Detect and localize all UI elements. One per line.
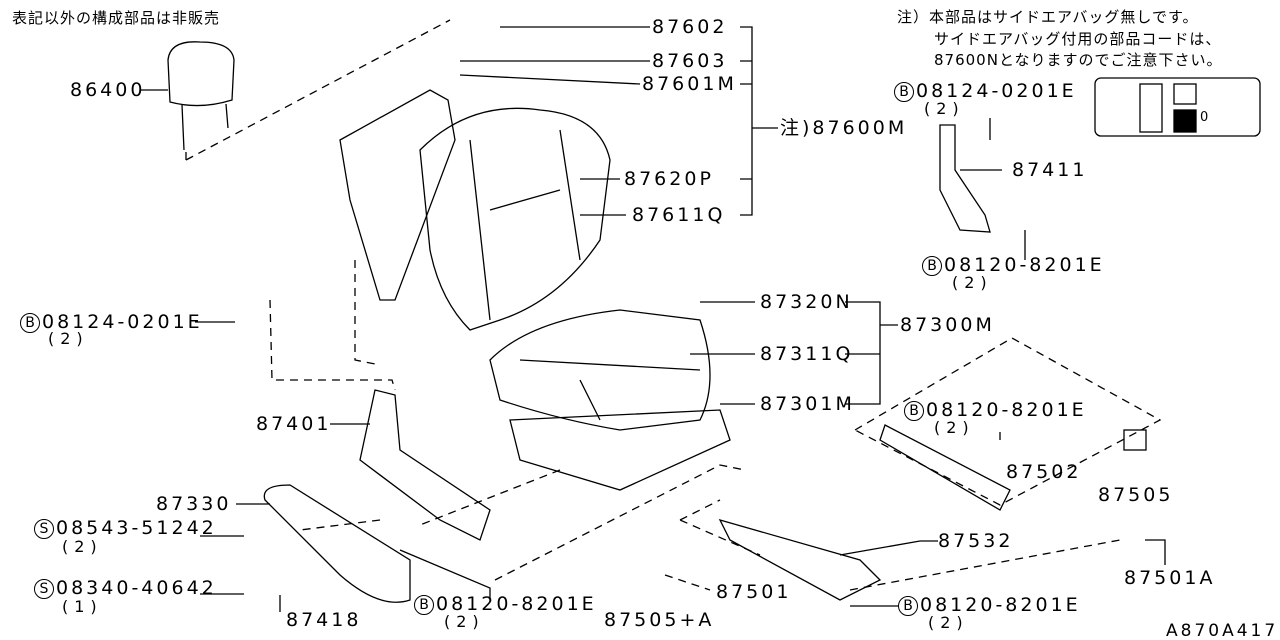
bracket-87411 [939, 124, 991, 233]
bolt-mark-icon: B [894, 82, 914, 102]
note-non-sale: 表記以外の構成部品は非販売 [12, 9, 221, 27]
note-airbag-3: 87600Nとなりますのでご注意下さい。 [934, 51, 1223, 69]
note-airbag-2: サイドエアバッグ付用の部品コードは、 [934, 30, 1222, 48]
part-87501[interactable]: 87501 [716, 581, 792, 603]
part-87411[interactable]: 87411 [1012, 159, 1088, 181]
fastener-code: 08120-8201E [926, 399, 1087, 421]
part-87603[interactable]: 87603 [652, 50, 728, 72]
recliner-87401 [359, 389, 491, 541]
bolt-mark-icon: B [922, 256, 942, 276]
switch-label: 0 [1200, 110, 1210, 125]
bolt-mark-icon: B [20, 313, 40, 333]
seat-back-cushion [419, 107, 611, 331]
fastener-qty: (2) [952, 273, 993, 292]
part-87418[interactable]: 87418 [286, 609, 362, 631]
seat-switch-icon [1094, 77, 1261, 137]
cover-87330 [263, 484, 411, 603]
fastener-qty: (1) [62, 597, 103, 616]
screw-mark-icon: S [34, 519, 54, 539]
fastener-qty: (2) [924, 99, 965, 118]
part-87505[interactable]: 87505 [1098, 484, 1174, 506]
bolt-mark-icon: B [904, 401, 924, 421]
note-airbag-1: 注）本部品はサイドエアバッグ無しです。 [897, 8, 1199, 26]
seat-frame [509, 409, 731, 491]
diagram-id: A870A417 [1166, 621, 1279, 640]
part-87602[interactable]: 87602 [652, 16, 728, 38]
fastener-qty: (2) [928, 613, 969, 632]
rail-87501 [718, 518, 882, 601]
bolt-mark-icon: B [414, 595, 434, 615]
fastener-qty: (2) [48, 329, 89, 348]
fastener-code: 08120-8201E [944, 254, 1105, 276]
fastener-code: 08124-0201E [916, 80, 1077, 102]
fastener-code: 08340-40642 [56, 577, 217, 599]
rail-87502 [879, 424, 1011, 511]
part-87330[interactable]: 87330 [156, 493, 232, 515]
part-87600M[interactable]: 注)87600M [780, 117, 908, 139]
part-87620P[interactable]: 87620P [624, 168, 714, 190]
fastener-qty: (2) [62, 537, 103, 556]
fastener-code: 08543-51242 [56, 517, 217, 539]
fastener-code: 08124-0201E [42, 311, 203, 333]
seat-cushion [489, 309, 711, 431]
part-87611Q[interactable]: 87611Q [632, 204, 726, 226]
part-87300M[interactable]: 87300M [900, 314, 995, 336]
part-87532[interactable]: 87532 [938, 530, 1014, 552]
screw-mark-icon: S [34, 579, 54, 599]
bolt-mark-icon: B [898, 596, 918, 616]
part-86400[interactable]: 86400 [70, 79, 146, 101]
part-87501A[interactable]: 87501A [1124, 567, 1216, 589]
leader-lines [140, 26, 1166, 612]
fastener-code: 08120-8201E [436, 593, 597, 615]
fastener-code: 08120-8201E [920, 594, 1081, 616]
fastener-qty: (2) [444, 612, 485, 631]
part-87311Q[interactable]: 87311Q [760, 343, 854, 365]
part-87601M[interactable]: 87601M [642, 73, 737, 95]
part-87505 [1123, 429, 1147, 451]
part-87502[interactable]: 87502 [1006, 461, 1082, 483]
headrest-drawing [167, 41, 235, 151]
fastener-qty: (2) [934, 418, 975, 437]
part-87301M[interactable]: 87301M [760, 393, 855, 415]
part-87320N[interactable]: 87320N [760, 291, 853, 313]
part-87505A[interactable]: 87505+A [604, 609, 715, 631]
part-87401[interactable]: 87401 [256, 413, 332, 435]
seat-back-frame [339, 89, 456, 301]
